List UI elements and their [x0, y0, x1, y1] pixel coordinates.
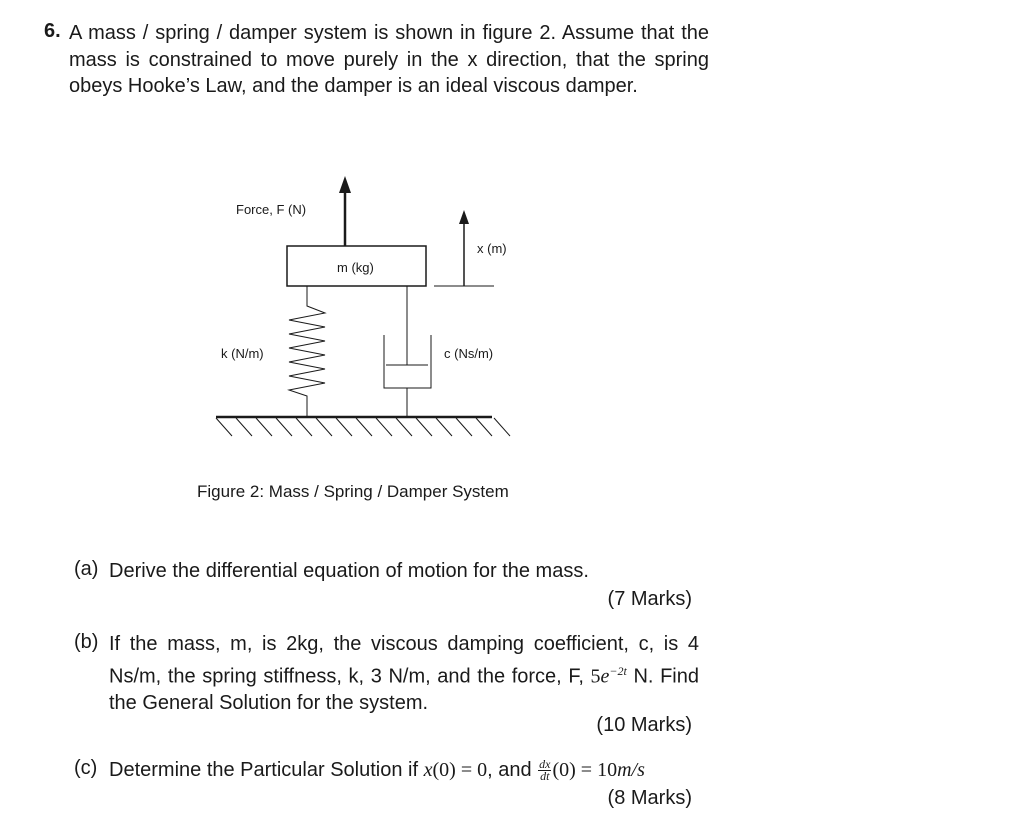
- ic2-rest: (0) = 10: [552, 759, 618, 781]
- fraction-denominator: dt: [540, 769, 550, 784]
- part-c-tag: (c): [74, 757, 98, 779]
- ic2-units: m/s: [617, 759, 645, 781]
- force-arrow-head: [339, 176, 351, 193]
- mass-block: [286, 245, 427, 287]
- force-label: Force, F (N): [236, 202, 306, 217]
- part-b-text: If the mass, m, is 2kg, the viscous damp…: [109, 631, 699, 716]
- part-b-text-after: N. Find the General Solution for the sys…: [109, 665, 699, 714]
- question-intro: A mass / spring / damper system is shown…: [69, 22, 709, 97]
- part-c-marks: (8 Marks): [607, 787, 692, 809]
- ic1-argument: (0) = 0: [432, 759, 488, 781]
- x-label: x (m): [477, 241, 507, 256]
- ground-hatching: [215, 417, 511, 437]
- k-label: k (N/m): [221, 346, 264, 361]
- c-label: c (Ns/m): [444, 346, 493, 361]
- part-c-text-before: Determine the Particular Solution if: [109, 759, 419, 781]
- part-a-tag: (a): [74, 558, 99, 580]
- figure-caption: Figure 2: Mass / Spring / Damper System: [197, 482, 509, 501]
- fraction-numerator: dx: [538, 757, 552, 772]
- part-b-marks: (10 Marks): [596, 714, 692, 736]
- part-b-tag: (b): [74, 631, 99, 653]
- force-coefficient: 5: [590, 665, 601, 688]
- x-arrow-head: [459, 210, 469, 224]
- part-c-text-mid: , and: [487, 759, 532, 781]
- mass-label: m (kg): [337, 260, 374, 275]
- force-base: e: [600, 665, 610, 688]
- spring: [287, 286, 327, 417]
- question-number: 6.: [44, 20, 61, 42]
- part-a-text: Derive the differential equation of moti…: [109, 560, 589, 582]
- part-c-text: Determine the Particular Solution if x(0…: [109, 757, 699, 784]
- ic1-function: x: [423, 759, 433, 781]
- part-b-text-before: If the mass, m, is 2kg, the viscous damp…: [109, 633, 699, 688]
- part-a-marks: (7 Marks): [607, 588, 692, 610]
- force-exponent: −2t: [609, 663, 627, 678]
